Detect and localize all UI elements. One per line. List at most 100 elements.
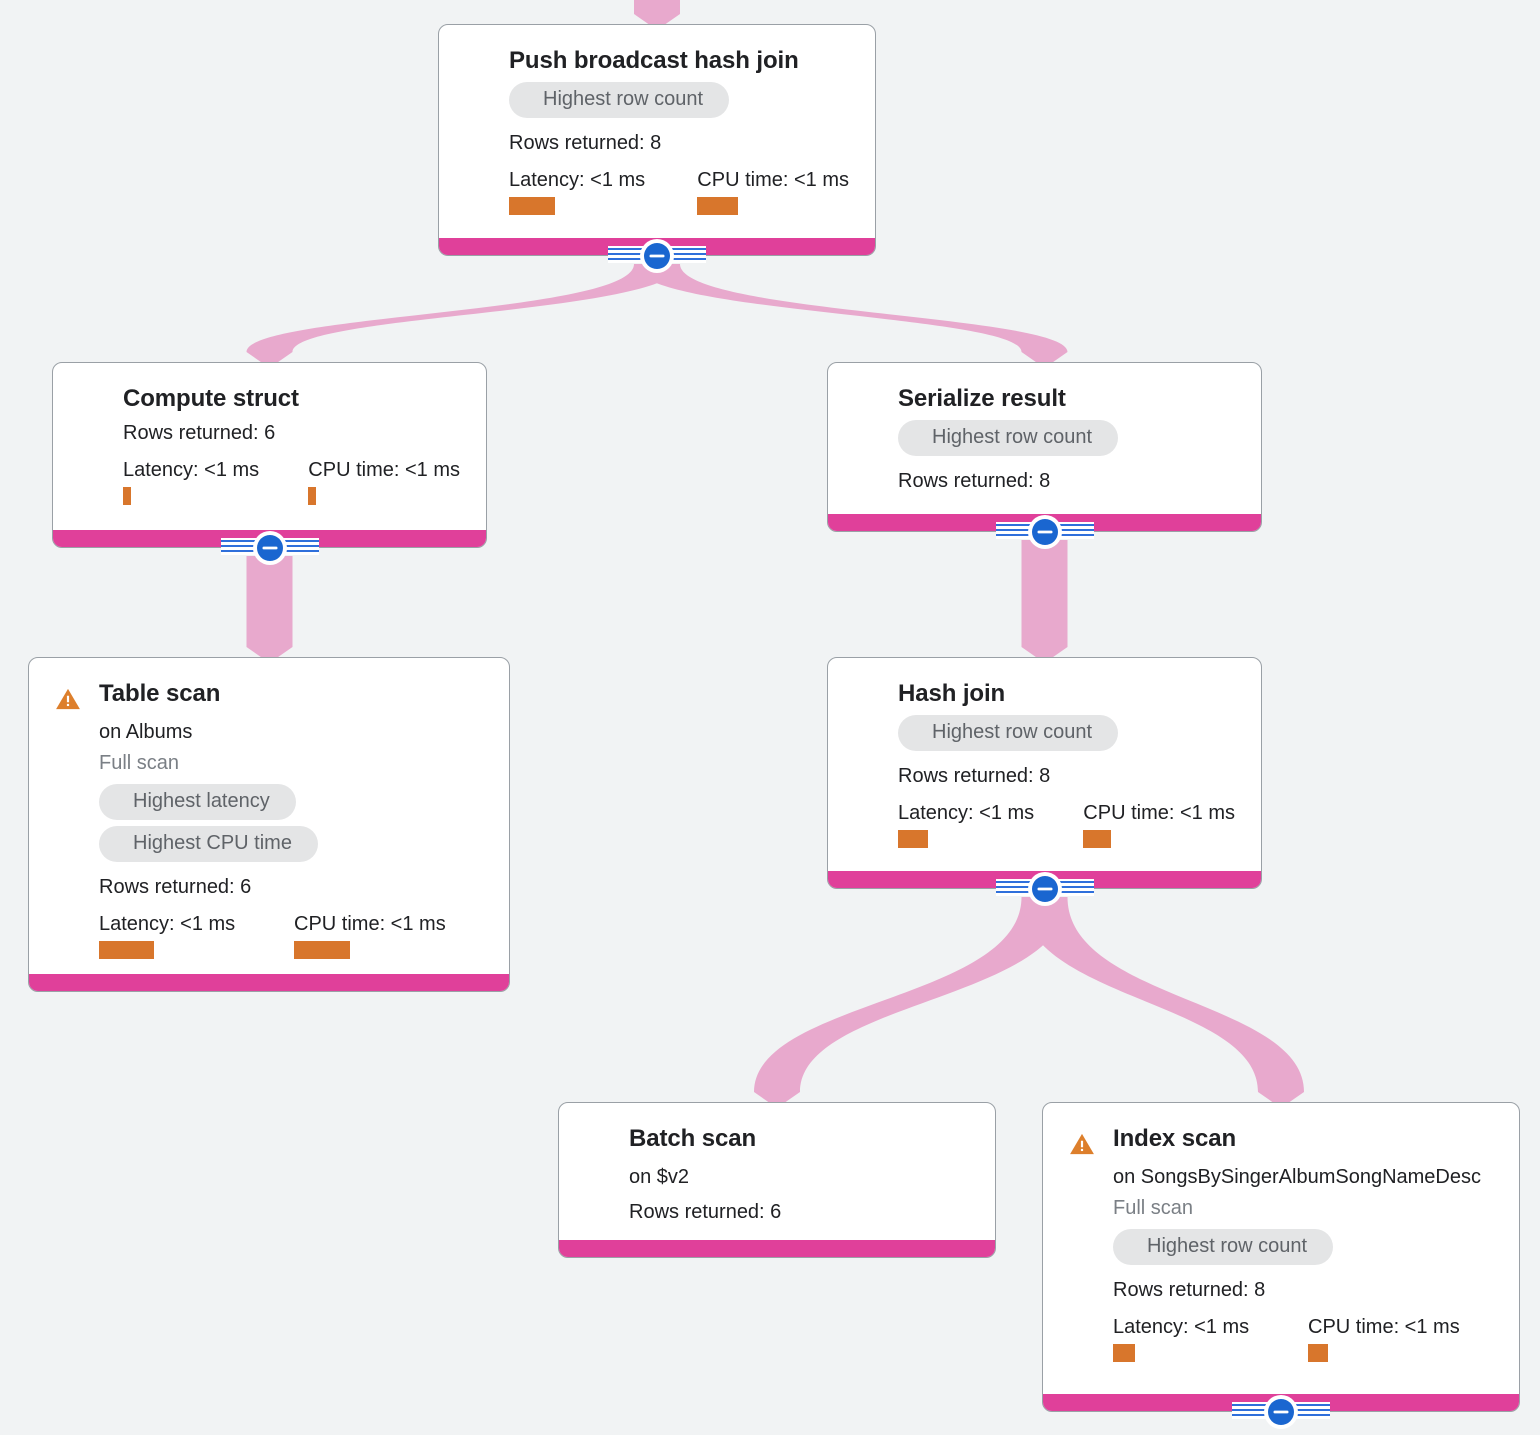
minus-circle-icon — [1027, 515, 1062, 549]
minus-circle-icon — [1264, 1395, 1298, 1429]
rows-returned: Rows returned: 8 — [898, 764, 1051, 787]
latency-metric: Latency: <1 ms — [1113, 1316, 1308, 1362]
status-badge: Highest latency — [99, 783, 296, 820]
cpu-time-bar — [294, 940, 350, 959]
node-footer-bar — [29, 974, 509, 991]
latency-label: Latency: <1 ms — [99, 912, 236, 935]
cpu-time-label: CPU time: <1 ms — [308, 458, 460, 481]
warning-slot — [465, 47, 509, 53]
cpu-time-bar — [1083, 829, 1112, 848]
collapse-toggle-button[interactable] — [1263, 1394, 1299, 1430]
node-title: Serialize result — [898, 385, 1066, 412]
edge-hashjoin-to-index — [1021, 897, 1304, 1108]
latency-bar — [123, 486, 131, 505]
latency-metric: Latency: <1 ms — [509, 169, 697, 215]
node-body: Index scan on SongsBySingerAlbumSongNameD… — [1043, 1103, 1519, 1394]
warning-slot — [1069, 1125, 1113, 1157]
edge-hashjoin-to-batch — [754, 897, 1068, 1108]
cpu-time-bar — [1308, 1343, 1328, 1362]
node-footer-bar — [559, 1240, 995, 1257]
latency-metric: Latency: <1 ms — [99, 913, 294, 959]
latency-metric: Latency: <1 ms — [123, 459, 308, 505]
status-badge: Highest row count — [509, 81, 730, 118]
node-title: Index scan — [1113, 1125, 1237, 1152]
rows-returned: Rows returned: 6 — [123, 421, 276, 444]
cpu-metric: CPU time: <1 ms — [1083, 802, 1235, 848]
cpu-metric: CPU time: <1 ms — [294, 913, 446, 959]
cpu-time-bar — [697, 196, 739, 215]
collapse-toggle-button[interactable] — [1027, 514, 1063, 550]
rows-returned: Rows returned: 6 — [629, 1200, 782, 1223]
node-title: Push broadcast hash join — [509, 47, 799, 74]
latency-bar — [99, 940, 154, 959]
cpu-time-label: CPU time: <1 ms — [1083, 801, 1235, 824]
rows-returned: Rows returned: 6 — [99, 875, 252, 898]
cpu-metric: CPU time: <1 ms — [697, 169, 849, 215]
warning-triangle-icon — [1070, 1133, 1094, 1155]
badge-list: Highest row count — [898, 714, 1235, 757]
warning-slot — [55, 680, 99, 712]
warning-triangle-icon — [56, 688, 80, 710]
rows-returned: Rows returned: 8 — [1113, 1278, 1266, 1301]
minus-circle-icon — [1027, 872, 1062, 906]
minus-circle-icon — [640, 239, 674, 273]
collapse-toggle-button[interactable] — [1027, 871, 1063, 907]
node-title: Batch scan — [629, 1125, 757, 1152]
rows-returned: Rows returned: 8 — [898, 469, 1051, 492]
cpu-metric: CPU time: <1 ms — [308, 459, 460, 505]
node-scan-type: Full scan — [1113, 1196, 1194, 1219]
edge-root-to-compute — [246, 264, 680, 368]
collapse-toggle-button[interactable] — [252, 530, 288, 566]
warning-slot — [854, 385, 898, 391]
metrics-row: Latency: <1 ms CPU time: <1 ms — [99, 913, 483, 959]
badge-list: Highest row count — [898, 419, 1235, 462]
latency-bar — [509, 196, 555, 215]
badge-list: Highest row count — [509, 81, 849, 124]
status-badge: Highest CPU time — [99, 825, 318, 862]
node-title: Compute struct — [123, 385, 299, 412]
latency-bar — [1113, 1343, 1135, 1362]
latency-label: Latency: <1 ms — [898, 801, 1035, 824]
latency-label: Latency: <1 ms — [123, 458, 260, 481]
latency-label: Latency: <1 ms — [1113, 1315, 1250, 1338]
status-badge: Highest row count — [898, 419, 1119, 456]
node-title: Table scan — [99, 680, 221, 707]
latency-metric: Latency: <1 ms — [898, 802, 1083, 848]
node-subtitle: on SongsBySingerAlbumSongNameDesc — [1113, 1165, 1481, 1188]
node-subtitle: on $v2 — [629, 1165, 690, 1188]
rows-returned: Rows returned: 8 — [509, 131, 662, 154]
cpu-time-label: CPU time: <1 ms — [294, 912, 446, 935]
plan-node-index-scan[interactable]: Index scan on SongsBySingerAlbumSongNameD… — [1042, 1102, 1520, 1412]
edge-root-to-serialize — [634, 264, 1068, 368]
status-badge: Highest row count — [898, 714, 1119, 751]
node-content: Index scan on SongsBySingerAlbumSongNameD… — [1113, 1125, 1493, 1362]
cpu-time-bar — [308, 486, 317, 505]
node-title: Hash join — [898, 680, 1006, 707]
edge-compute-to-tablescan — [246, 556, 293, 663]
status-badge: Highest row count — [1113, 1228, 1334, 1265]
collapse-toggle-button[interactable] — [639, 238, 675, 274]
badge-list: Highest row count — [1113, 1228, 1493, 1271]
cpu-time-label: CPU time: <1 ms — [697, 168, 849, 191]
node-scan-type: Full scan — [99, 751, 180, 774]
metrics-row: Latency: <1 ms CPU time: <1 ms — [898, 802, 1235, 848]
warning-slot — [585, 1125, 629, 1131]
minus-circle-icon — [252, 531, 287, 565]
